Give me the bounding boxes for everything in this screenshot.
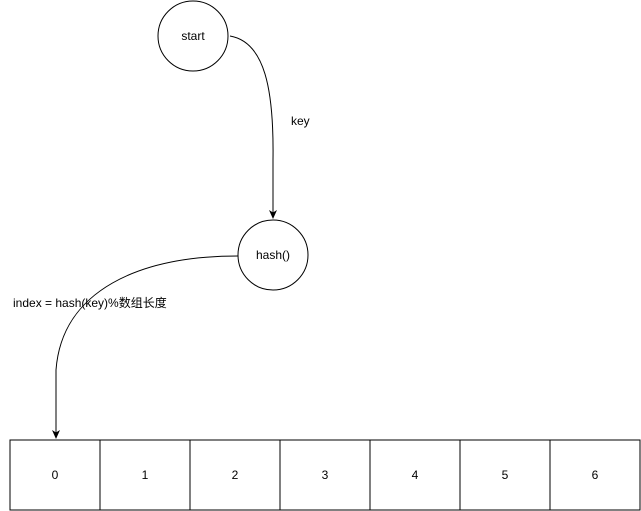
edge-start-to-hash: key bbox=[229, 35, 310, 219]
start-node-label: start bbox=[181, 29, 205, 43]
edge-hash-to-array-label: index = hash(key)%数组长度 bbox=[13, 295, 167, 310]
array-cell-box bbox=[9, 439, 101, 511]
array-cell-box bbox=[549, 439, 641, 511]
array-cell-1: 1 bbox=[99, 439, 191, 511]
array-cell-4: 4 bbox=[369, 439, 461, 511]
array-cell-5: 5 bbox=[459, 439, 551, 511]
array-cell-label: 6 bbox=[592, 468, 599, 482]
hash-node-label: hash() bbox=[256, 248, 290, 262]
edge-start-to-hash-label: key bbox=[291, 114, 310, 128]
hash-node: hash() bbox=[237, 219, 309, 291]
array-cell-label: 5 bbox=[502, 468, 509, 482]
array: 0 1 2 3 4 5 6 bbox=[9, 439, 641, 511]
array-cell-box bbox=[459, 439, 551, 511]
array-cell-0: 0 bbox=[9, 439, 101, 511]
edge-start-to-hash-path bbox=[229, 35, 277, 219]
array-cell-label: 1 bbox=[142, 468, 149, 482]
start-node: start bbox=[157, 0, 229, 72]
array-cell-label: 3 bbox=[322, 468, 329, 482]
array-cell-label: 4 bbox=[412, 468, 419, 482]
array-cell-2: 2 bbox=[189, 439, 281, 511]
edge-hash-to-array-path bbox=[52, 255, 239, 439]
array-cell-box bbox=[369, 439, 461, 511]
edge-hash-to-array: index = hash(key)%数组长度 bbox=[13, 255, 239, 439]
array-cell-3: 3 bbox=[279, 439, 371, 511]
array-cell-label: 0 bbox=[52, 468, 59, 482]
array-cell-6: 6 bbox=[549, 439, 641, 511]
array-cell-box bbox=[279, 439, 371, 511]
array-cell-label: 2 bbox=[232, 468, 239, 482]
